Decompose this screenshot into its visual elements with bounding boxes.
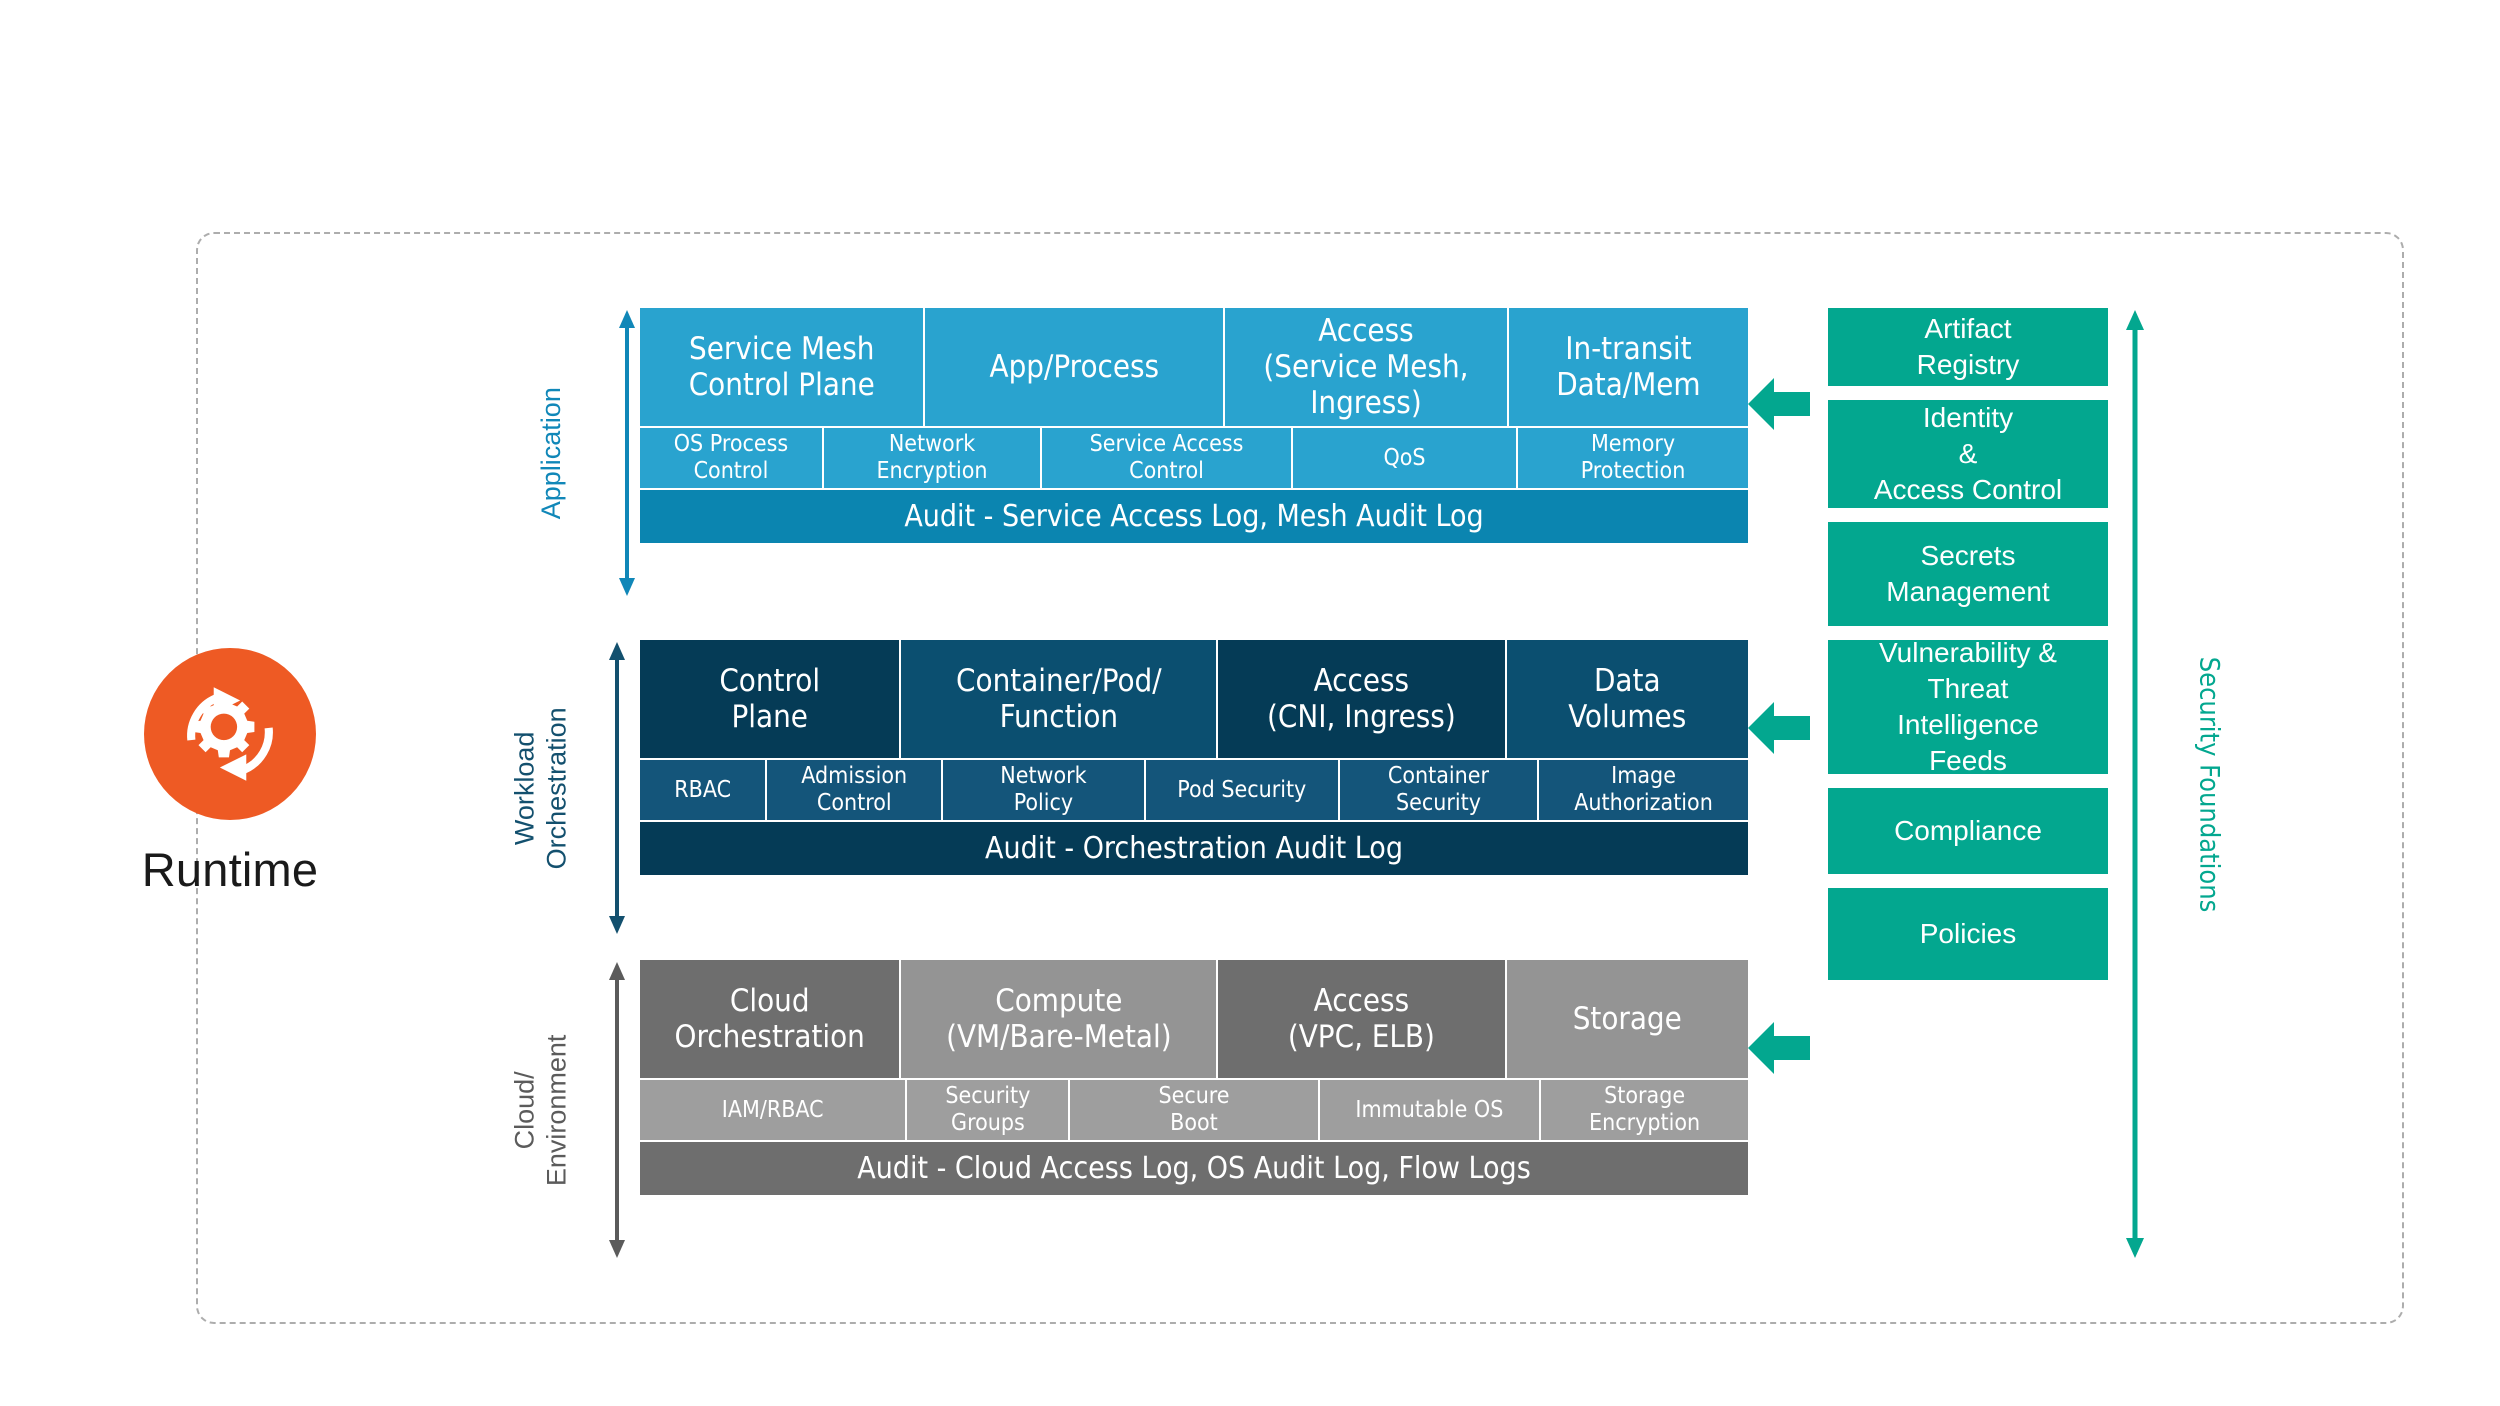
foundation-box-compliance[interactable]: Compliance: [1828, 788, 2108, 874]
axis-security-foundations: Security Foundations: [2122, 308, 2252, 1260]
audit-bar-workload: Audit - Orchestration Audit Log: [640, 822, 1748, 875]
double-arrow-security-foundations-icon: [2122, 308, 2148, 1265]
cell-immutable-os[interactable]: Immutable OS: [1319, 1080, 1542, 1140]
gear-refresh-icon: [144, 648, 316, 820]
cell-qos[interactable]: QoS: [1292, 428, 1519, 488]
arrow-left-cloud-icon: [1748, 1022, 1810, 1074]
cell-compute-vm-bare-metal[interactable]: Compute(VM/Bare-Metal): [901, 960, 1219, 1078]
axis-label-application: Application: [535, 386, 566, 520]
axis-application: Application: [490, 308, 640, 598]
audit-bar-cloud: Audit - Cloud Access Log, OS Audit Log, …: [640, 1142, 1748, 1195]
cell-access-service-mesh-ingress[interactable]: Access(Service Mesh,Ingress): [1225, 308, 1509, 426]
cell-access-vpc-elb[interactable]: Access(VPC, ELB): [1218, 960, 1507, 1078]
double-arrow-application-icon: [614, 308, 640, 603]
double-arrow-workload-icon: [604, 640, 630, 941]
double-arrow-cloud-icon: [604, 960, 630, 1265]
runtime-label: Runtime: [141, 843, 319, 896]
axis-label-security-foundations: Security Foundations: [2193, 656, 2225, 912]
arrow-left-application-icon: [1748, 378, 1810, 430]
cell-storage[interactable]: Storage: [1506, 960, 1749, 1078]
audit-bar-application: Audit - Service Access Log, Mesh Audit L…: [640, 490, 1748, 543]
cell-pod-security[interactable]: Pod Security: [1145, 760, 1340, 820]
axis-cloud: Cloud/Environment: [480, 960, 630, 1260]
cell-iam-rbac[interactable]: IAM/RBAC: [640, 1080, 908, 1140]
foundation-box-policies[interactable]: Policies: [1828, 888, 2108, 980]
arrow-left-workload-icon: [1748, 702, 1810, 754]
cell-app-process[interactable]: App/Process: [925, 308, 1226, 426]
axis-label-cloud: Cloud/Environment: [509, 1034, 573, 1186]
runtime-block: Runtime: [100, 648, 360, 897]
cell-container-pod-function[interactable]: Container/Pod/Function: [901, 640, 1219, 758]
foundation-box-identity-access-control[interactable]: Identity&Access Control: [1828, 400, 2108, 508]
cell-access-cni-ingress[interactable]: Access(CNI, Ingress): [1218, 640, 1507, 758]
cell-rbac[interactable]: RBAC: [640, 760, 768, 820]
